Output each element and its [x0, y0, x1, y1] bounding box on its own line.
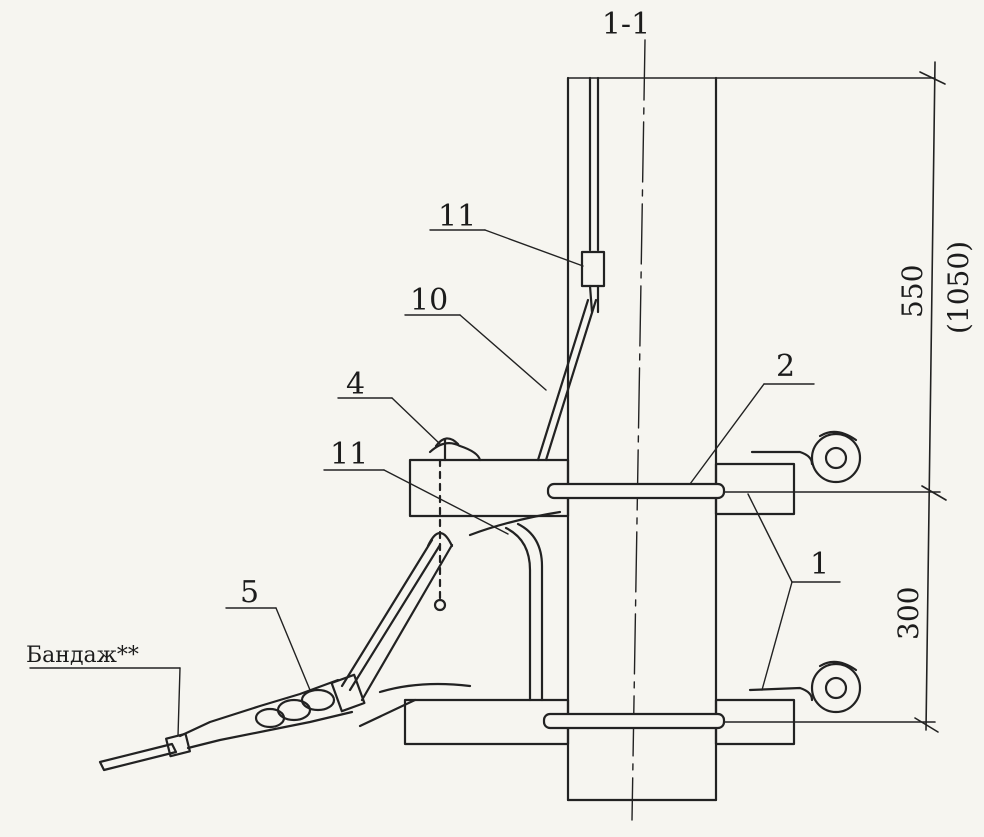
- top-fitting: [580, 76, 606, 314]
- axis-line: [631, 39, 646, 821]
- callout-10: 10: [410, 283, 448, 318]
- lower-crossarm: [378, 682, 796, 746]
- callout-11-top: 11: [438, 199, 476, 234]
- guy-insulator-string: [98, 531, 454, 772]
- pole: [566, 76, 936, 802]
- callout-2: 2: [776, 349, 795, 384]
- vertical-strut: [468, 510, 562, 702]
- callout-4: 4: [346, 367, 365, 402]
- lower-hook: [748, 660, 862, 714]
- dimension-upper-alt: (1050): [942, 241, 975, 334]
- callout-1: 1: [810, 547, 829, 582]
- section-label: 1-1: [602, 7, 650, 42]
- dimension-lower: 300: [892, 587, 925, 640]
- upper-insulator: [428, 437, 482, 612]
- callout-5: 5: [240, 575, 259, 610]
- dimension-line: [715, 61, 947, 733]
- stay-rod: [536, 298, 598, 462]
- callout-11-mid: 11: [330, 437, 368, 472]
- callout-bandage: Бандаж**: [26, 643, 139, 668]
- leader-lines: [29, 229, 841, 737]
- upper-crossarm: [408, 458, 796, 518]
- dimension-upper: 550: [896, 265, 929, 318]
- upper-hook: [750, 430, 862, 484]
